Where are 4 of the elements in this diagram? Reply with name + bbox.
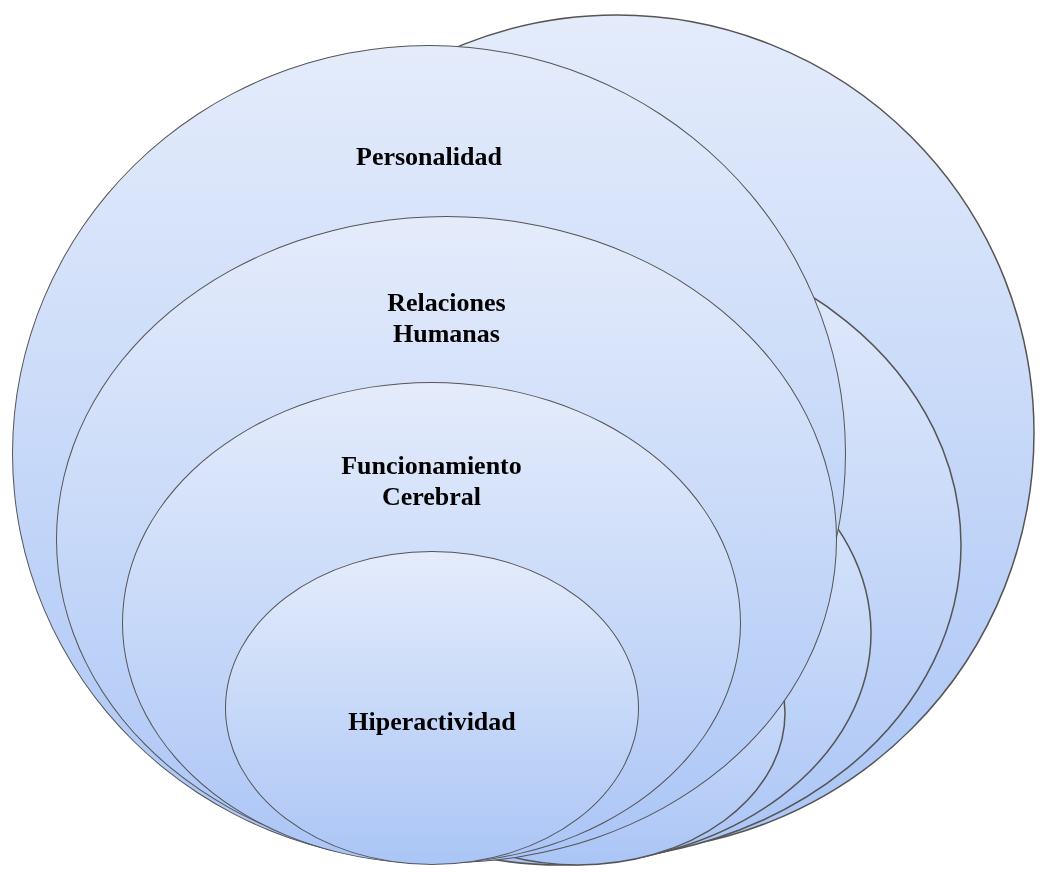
ellipse-label: Personalidad [356, 141, 502, 173]
ellipse-label: Hiperactividad [348, 706, 516, 738]
ellipse-label: Relaciones Humanas [386, 287, 507, 350]
ellipse-label: Funcionamiento Cerebral [340, 450, 523, 513]
